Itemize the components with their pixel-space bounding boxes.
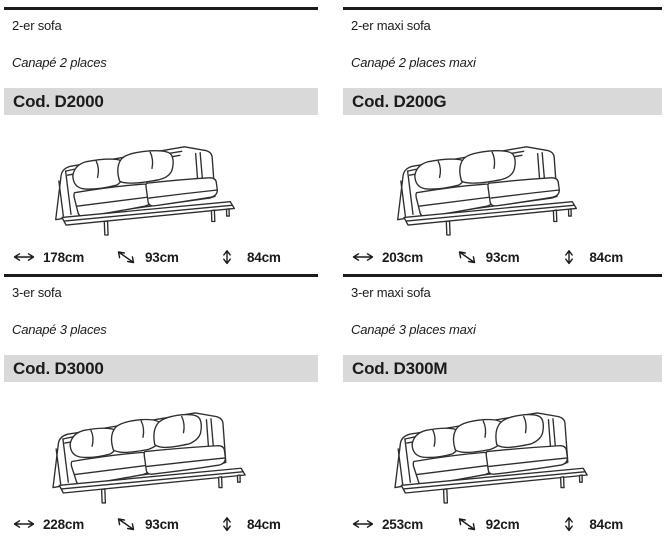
product-subtitle: Canapé 3 places <box>12 322 107 337</box>
dimensions-row: 203cm 93cm 84cm <box>343 248 662 266</box>
height-arrow-icon <box>216 516 240 532</box>
sofa-drawing <box>343 385 662 511</box>
dimension-width: 228cm <box>12 516 114 532</box>
dimension-width-value: 178cm <box>43 249 85 265</box>
sofa-2-seater-illustration <box>26 127 296 244</box>
product-subtitle: Canapé 2 places maxi <box>351 55 476 70</box>
dimension-height-value: 84cm <box>589 249 624 265</box>
product-panel-3er-maxi-sofa: 3-er maxi sofa Canapé 3 places maxi Cod.… <box>343 274 662 541</box>
product-code-bar: Cod. D2000 <box>4 88 318 115</box>
product-panel-3er-sofa: 3-er sofa Canapé 3 places Cod. D3000 228… <box>4 274 318 541</box>
dimension-height: 84cm <box>216 249 318 265</box>
product-subtitle: Canapé 2 places <box>12 55 107 70</box>
dimensions-row: 178cm 93cm 84cm <box>4 248 318 266</box>
dimension-height-value: 84cm <box>247 516 281 532</box>
dimensions-row: 253cm 92cm 84cm <box>343 515 662 533</box>
product-code-bar: Cod. D200G <box>343 88 662 115</box>
height-arrow-icon <box>558 516 582 532</box>
section-divider <box>343 7 662 10</box>
product-code-bar: Cod. D3000 <box>4 355 318 382</box>
height-arrow-icon <box>558 249 582 265</box>
sofa-3-seater-illustration <box>26 394 296 511</box>
section-divider <box>343 274 662 277</box>
dimension-depth-value: 92cm <box>485 516 520 532</box>
product-code: Cod. D300M <box>352 358 448 378</box>
dimensions-row: 228cm 93cm 84cm <box>4 515 318 533</box>
product-panel-2er-maxi-sofa: 2-er maxi sofa Canapé 2 places maxi Cod.… <box>343 7 662 274</box>
product-code-bar: Cod. D300M <box>343 355 662 382</box>
product-title: 3-er maxi sofa <box>351 285 431 300</box>
height-arrow-icon <box>216 249 240 265</box>
dimension-depth: 93cm <box>114 516 216 532</box>
sofa-drawing <box>4 385 318 511</box>
dimension-width: 178cm <box>12 249 114 265</box>
dimension-width: 203cm <box>351 249 455 265</box>
sofa-2-seater-illustration <box>368 127 638 244</box>
product-subtitle: Canapé 3 places maxi <box>351 322 476 337</box>
depth-arrow-icon <box>114 516 138 532</box>
dimension-height-value: 84cm <box>247 249 281 265</box>
dimension-depth-value: 93cm <box>145 249 179 265</box>
depth-arrow-icon <box>114 249 138 265</box>
dimension-width-value: 203cm <box>382 249 424 265</box>
width-arrow-icon <box>12 249 36 265</box>
dimension-depth: 93cm <box>114 249 216 265</box>
sofa-drawing <box>4 118 318 244</box>
width-arrow-icon <box>351 516 375 532</box>
width-arrow-icon <box>12 516 36 532</box>
dimension-height: 84cm <box>558 516 662 532</box>
dimension-width: 253cm <box>351 516 455 532</box>
width-arrow-icon <box>351 249 375 265</box>
dimension-height: 84cm <box>216 516 318 532</box>
product-panel-2er-sofa: 2-er sofa Canapé 2 places Cod. D2000 178… <box>4 7 318 274</box>
product-title: 3-er sofa <box>12 285 62 300</box>
product-title: 2-er sofa <box>12 18 62 33</box>
depth-arrow-icon <box>455 249 479 265</box>
dimension-height-value: 84cm <box>589 516 624 532</box>
dimension-width-value: 253cm <box>382 516 424 532</box>
dimension-depth: 93cm <box>455 249 559 265</box>
sofa-drawing <box>343 118 662 244</box>
dimension-depth: 92cm <box>455 516 559 532</box>
product-code: Cod. D200G <box>352 91 447 111</box>
dimension-depth-value: 93cm <box>145 516 179 532</box>
section-divider <box>4 7 318 10</box>
depth-arrow-icon <box>455 516 479 532</box>
section-divider <box>4 274 318 277</box>
product-code: Cod. D2000 <box>13 91 104 111</box>
product-title: 2-er maxi sofa <box>351 18 431 33</box>
dimension-depth-value: 93cm <box>485 249 520 265</box>
product-code: Cod. D3000 <box>13 358 104 378</box>
sofa-3-seater-illustration <box>368 394 638 511</box>
dimension-height: 84cm <box>558 249 662 265</box>
dimension-width-value: 228cm <box>43 516 85 532</box>
